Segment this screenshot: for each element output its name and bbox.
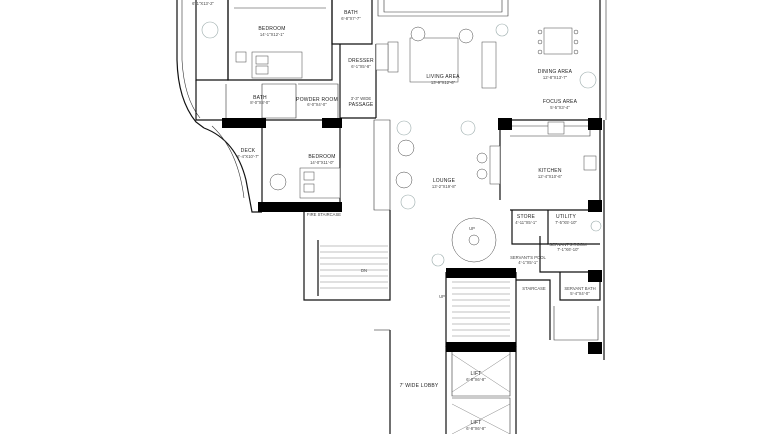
dresser-name: DRESSER xyxy=(348,58,374,64)
dining-name: DINING AREA xyxy=(538,69,573,75)
lift1-dim: 6'-8"X6'-8" xyxy=(466,377,486,382)
staircase-name: STAIRCASE xyxy=(522,286,546,291)
bedroom1-dim: 14'-1"X12'-1" xyxy=(260,32,285,37)
store-name: STORE xyxy=(517,214,536,220)
lift2-name: LIFT xyxy=(470,420,481,426)
structural-columns xyxy=(222,118,602,354)
passage-dim: 3'-3" WIDE xyxy=(351,96,372,101)
powder-name: POWDER ROOM xyxy=(296,97,338,103)
lobby-name: 7' WIDE LOBBY xyxy=(400,383,439,389)
living-name: LIVING AREA xyxy=(426,74,460,80)
foyer-name: FOCUS AREA xyxy=(543,99,578,105)
bath2-dim: 8'-0"X8'-0" xyxy=(250,100,270,105)
living-dim: 13'-9"X12'-6" xyxy=(431,80,456,85)
up-mark: UP xyxy=(469,226,475,231)
servant-pool-dim: 4'-1"X5'-1" xyxy=(518,260,538,265)
lift1-name: LIFT xyxy=(470,371,481,377)
fire-stair-name: FIRE STAIRCASE xyxy=(307,212,341,217)
up-mark-2: UP xyxy=(439,294,445,299)
lift2-dim: 6'-8"X6'-8" xyxy=(466,426,486,431)
foyer-dim: 5'-5"X3'-4" xyxy=(550,105,570,110)
servant-bath-name: SERVANT BATH xyxy=(564,286,595,291)
room-labels: 6'-1"X13'-2" BATH 6'-8"X7'-7" BEDROOM 14… xyxy=(192,1,596,431)
bedroom2-name: BEDROOM xyxy=(308,154,335,160)
bath2-name: BATH xyxy=(253,95,267,101)
dn-mark: DN xyxy=(361,268,367,273)
deck-dim: 6'-4"X10'-7" xyxy=(237,154,259,159)
dining-dim: 12'-8"X13'-7" xyxy=(543,75,568,80)
dresser-dim: 6'-1"X5'-8" xyxy=(351,64,371,69)
furniture xyxy=(235,26,597,263)
top-left-dim: 6'-1"X13'-2" xyxy=(192,1,214,6)
store-dim: 4'-11"X5'-1" xyxy=(515,220,537,225)
stair-treads xyxy=(320,245,511,434)
bath-top-name: BATH xyxy=(344,10,358,16)
lounge-dim: 13'-2"X19'-8" xyxy=(432,184,457,189)
plant-decor xyxy=(201,21,602,267)
utility-name: UTILITY xyxy=(556,214,576,220)
utility-dim: 7'-5"X5'-10" xyxy=(555,220,577,225)
servant-dim: 7'-1"X6'-10" xyxy=(557,247,579,252)
bedroom1-name: BEDROOM xyxy=(258,26,285,32)
passage-name: PASSAGE xyxy=(349,102,374,108)
powder-dim: 6'-0"X4'-0" xyxy=(307,102,327,107)
kitchen-dim: 12'-4"X10'-6" xyxy=(538,174,563,179)
servant-pool-name: SERVANT'S POOL xyxy=(510,255,546,260)
bedroom2-dim: 14'-0"X11'-0" xyxy=(310,160,334,165)
bath-top-dim: 6'-8"X7'-7" xyxy=(341,16,361,21)
kitchen-name: KITCHEN xyxy=(538,168,562,174)
servant-name: SERVANT'S ROOM xyxy=(549,242,587,247)
deck-name: DECK xyxy=(241,148,256,154)
servant-bath-dim: 5'-4"X4'-0" xyxy=(570,291,590,296)
lounge-name: LOUNGE xyxy=(433,178,456,184)
